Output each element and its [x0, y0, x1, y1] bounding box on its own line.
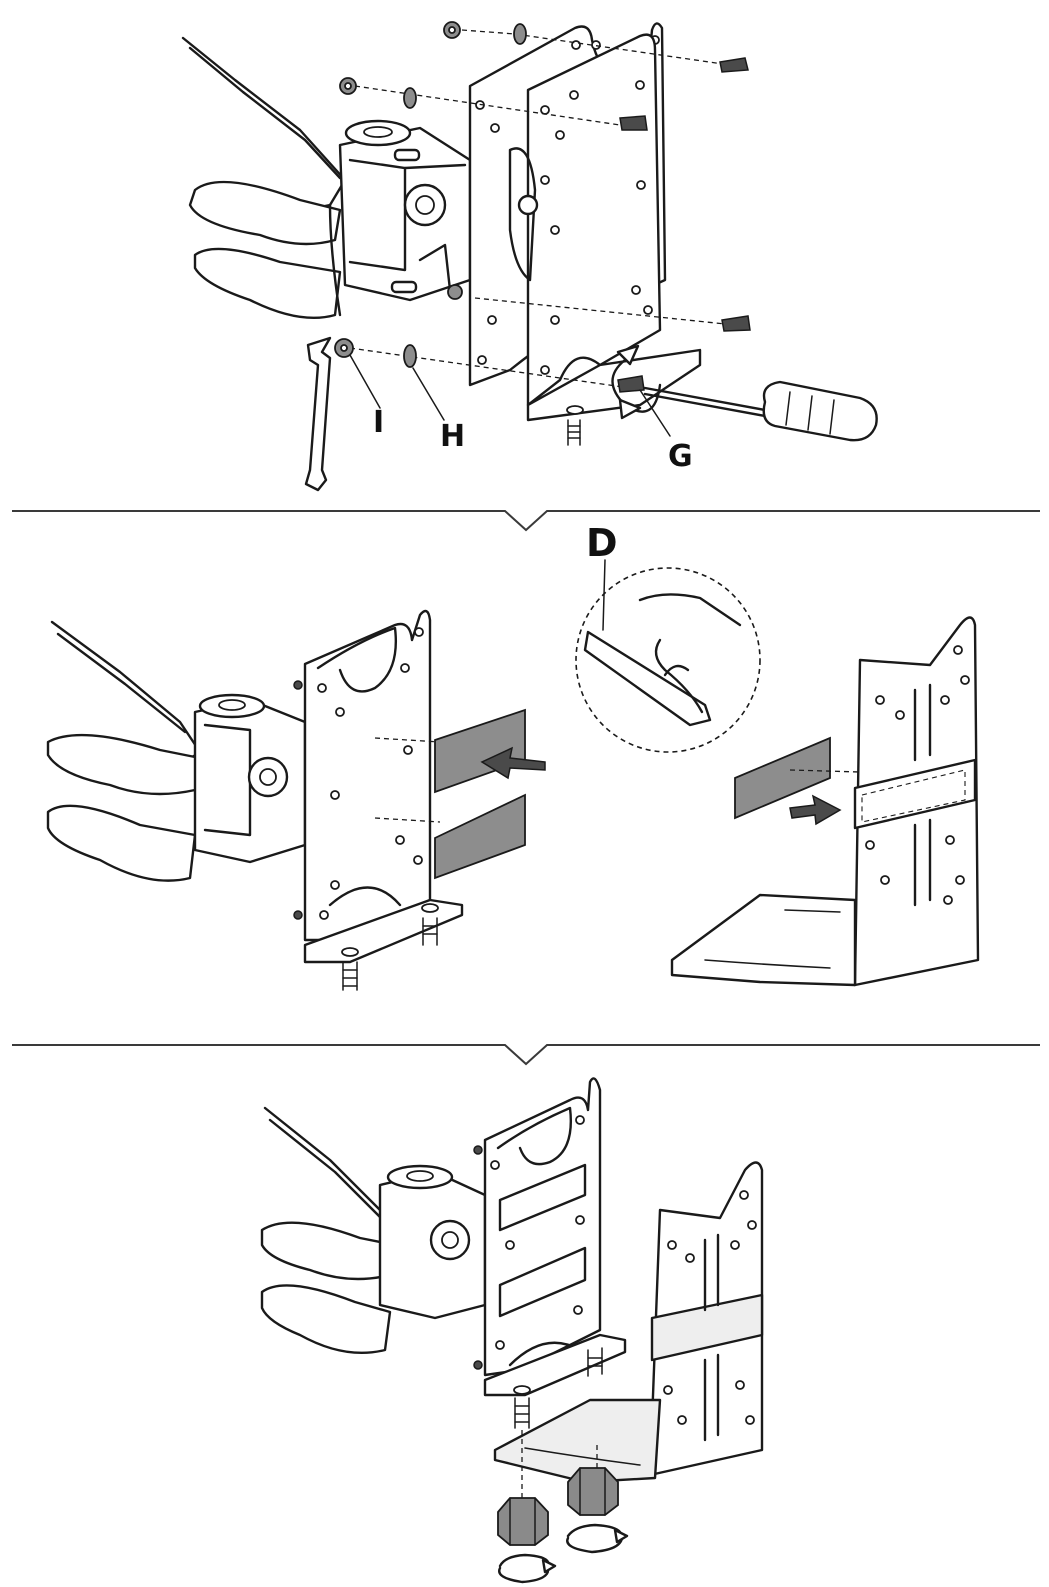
pc-bracket-3-holes: [663, 1190, 757, 1425]
step-divider-1: [12, 510, 1040, 532]
pc-bracket-holes: [865, 645, 970, 905]
thumb-nut-right: [567, 1467, 619, 1516]
thumb-nut-left: [497, 1497, 549, 1546]
step-2: D: [46, 521, 980, 991]
adhesive-pad-left-bottom: [434, 793, 526, 880]
callout-d: D: [586, 521, 618, 565]
wrench-icon: [304, 336, 332, 492]
adhesive-pad-attached-top: [498, 1163, 587, 1232]
bottom-bracket-3: [483, 1333, 627, 1397]
pc-bracket-base: [670, 893, 857, 987]
vesa-plate-front: [526, 33, 662, 407]
callout-g: G: [668, 439, 693, 474]
adhesive-pad-attached-bottom: [498, 1246, 587, 1318]
vesa-plate-front-holes: [540, 80, 653, 375]
step-divider-2: [12, 1044, 1040, 1066]
monitor-arm-3: [260, 1106, 487, 1355]
monitor-arm-1: [181, 36, 472, 320]
hardware-screws: [617, 57, 751, 393]
rotate-arrow-icon-nut-left: [498, 1553, 557, 1584]
callout-h: H: [440, 419, 465, 454]
rotate-arrow-icon: [611, 344, 662, 420]
adhesive-pad-right: [734, 736, 831, 820]
bottom-bracket-2: [303, 898, 464, 964]
step-3: [260, 1077, 764, 1584]
vesa-plate-3-holes: [490, 1115, 585, 1350]
callout-i: I: [373, 405, 384, 440]
vesa-plate-back-holes: [475, 35, 660, 365]
screwdriver-icon: [643, 380, 878, 442]
vesa-plate-2: [303, 609, 432, 942]
push-arrow-icon: [480, 746, 546, 780]
magnifier-circle-icon: [575, 559, 761, 753]
step-1: I H G: [181, 21, 878, 492]
rotate-arrow-icon-nut-right: [566, 1523, 629, 1554]
vesa-plate-2-holes: [317, 627, 424, 920]
hardware-nuts-washers: [334, 21, 527, 368]
push-arrow-icon-right: [789, 794, 842, 826]
monitor-arm-2: [46, 620, 307, 882]
